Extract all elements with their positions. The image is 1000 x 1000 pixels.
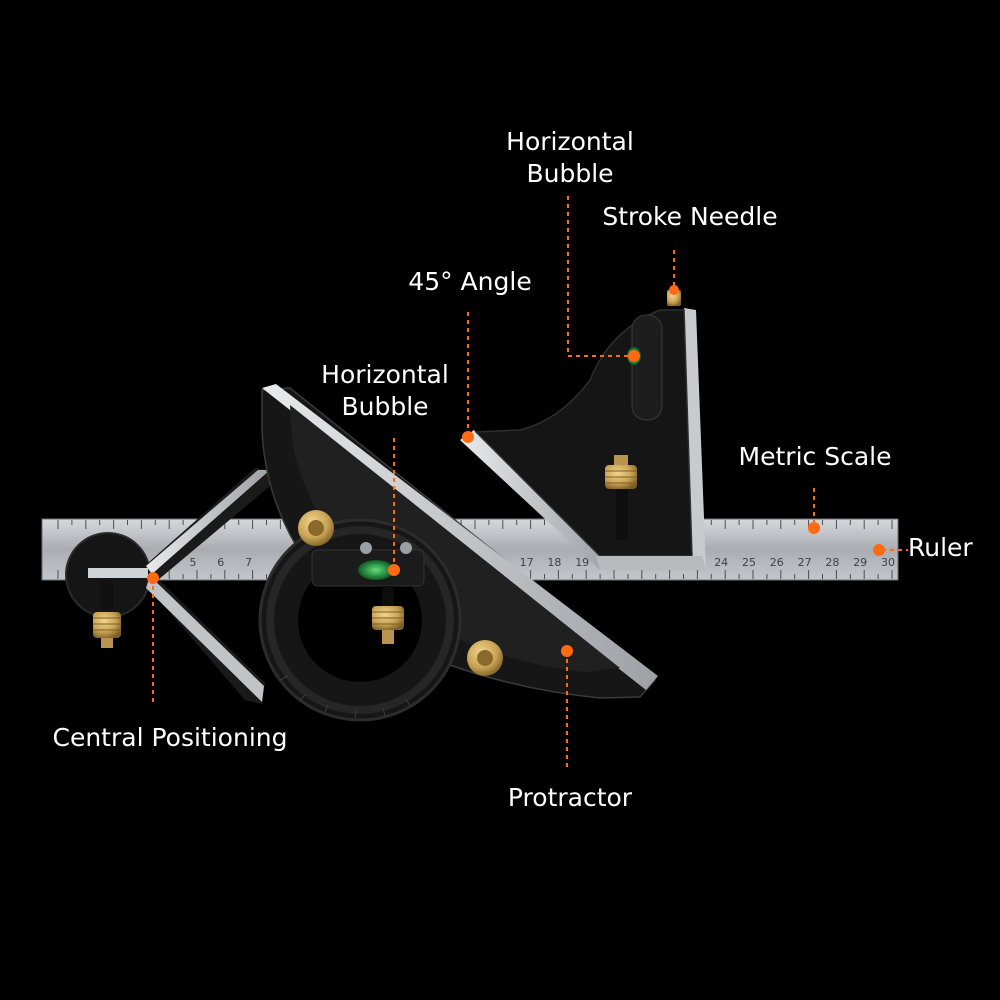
dot-horizontal-bubble-top [628, 350, 640, 362]
ruler-scale-number: 26 [770, 556, 784, 569]
dot-metric-scale [808, 522, 820, 534]
dot-horizontal-bubble-mid [388, 564, 400, 576]
protractor-top-knob [298, 510, 334, 546]
ruler-scale-number: 7 [245, 556, 252, 569]
leader-lines [152, 196, 908, 770]
ruler-scale-number: 25 [742, 556, 756, 569]
label-horizontal-bubble-top: Horizontal Bubble [490, 126, 650, 190]
protractor-head [258, 384, 658, 722]
ruler-scale-number: 18 [547, 556, 561, 569]
label-45-angle: 45° Angle [408, 267, 532, 296]
label-horizontal-bubble-mid-line1: Horizontal [321, 360, 449, 389]
ruler-scale-number: 17 [520, 556, 534, 569]
dot-protractor [561, 645, 573, 657]
center-head [65, 468, 270, 704]
square-head-screw [605, 455, 637, 489]
ruler-scale-number: 5 [190, 556, 197, 569]
label-stroke-needle: Stroke Needle [602, 202, 778, 231]
label-horizontal-bubble-top-line1: Horizontal [506, 127, 634, 156]
ruler-scale-number: 29 [853, 556, 867, 569]
dot-central-positioning [147, 572, 159, 584]
ruler-scale-number: 28 [825, 556, 839, 569]
ruler-scale-number: 19 [575, 556, 589, 569]
square-head [460, 290, 706, 570]
dot-stroke-needle [669, 285, 679, 295]
label-central-positioning: Central Positioning [52, 723, 288, 752]
label-metric-scale: Metric Scale [738, 442, 892, 471]
label-protractor: Protractor [507, 783, 633, 812]
label-horizontal-bubble-mid-line2: Bubble [341, 392, 429, 421]
protractor-inner-screw [372, 606, 404, 644]
ruler-numbers: 123456717181924252627282930 [78, 556, 895, 569]
dot-45-angle [462, 431, 474, 443]
ruler-scale-number: 30 [881, 556, 895, 569]
ruler-scale-number: 24 [714, 556, 728, 569]
center-head-thumb-screw [93, 612, 121, 648]
protractor-lower-knob [467, 640, 503, 676]
label-horizontal-bubble-mid: Horizontal Bubble [305, 359, 465, 423]
callout-dots [147, 285, 885, 657]
label-horizontal-bubble-top-line2: Bubble [526, 159, 614, 188]
ruler-scale-number: 6 [217, 556, 224, 569]
dot-ruler [873, 544, 885, 556]
ruler-scale-number: 27 [798, 556, 812, 569]
label-ruler: Ruler [908, 533, 973, 562]
stroke-needle-scriber [667, 290, 681, 306]
